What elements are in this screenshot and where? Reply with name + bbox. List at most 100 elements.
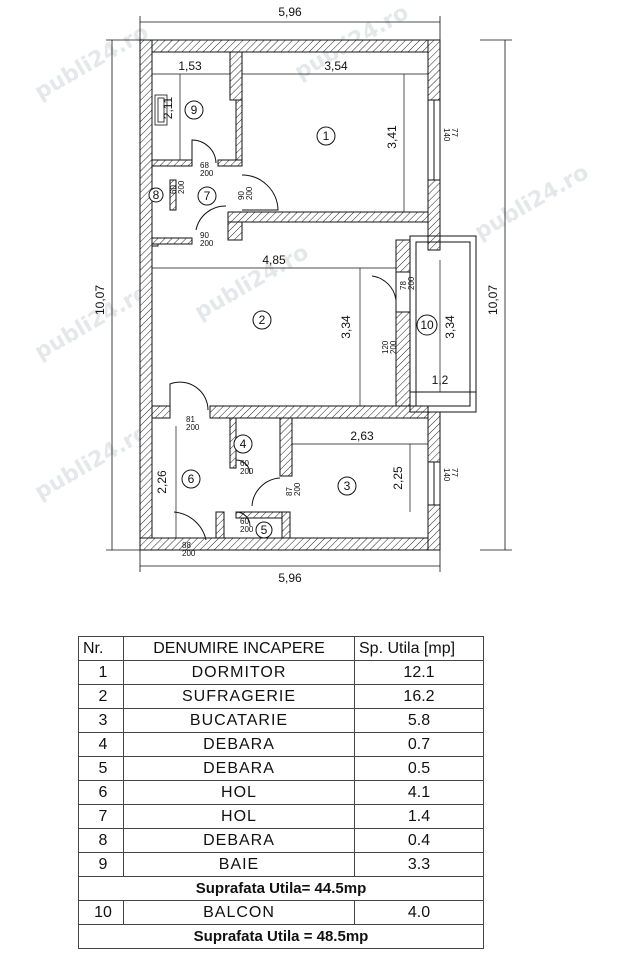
room-number: 5: [261, 523, 268, 537]
room9-width-label: 1,53: [178, 59, 202, 73]
row-area: 3.3: [354, 852, 484, 877]
room3-width-label: 2,63: [350, 429, 374, 443]
room-number: 10: [420, 318, 434, 332]
row-area: 1.4: [354, 804, 484, 829]
watermark-layer: publi24.ro publi24.ro publi24.ro publi24…: [31, 0, 594, 505]
door-label: 60200: [169, 180, 186, 194]
room-number: 8: [153, 188, 160, 202]
row-area: 5.8: [354, 708, 484, 733]
row-room-name: DEBARA: [123, 732, 355, 757]
room-number-labels: 1 2 3 4 5 6 7 8 9 10: [153, 103, 434, 537]
row-nr: 8: [78, 828, 124, 853]
door-label: 87200: [285, 482, 302, 496]
walls: [139, 39, 441, 551]
room10-height-label: 3,34: [443, 315, 457, 339]
room-number: 7: [204, 189, 211, 203]
row-room-name: HOL: [123, 780, 355, 805]
door-swings: [169, 139, 397, 541]
bath-fixtures: [154, 94, 168, 126]
row-room-name: BALCON: [123, 900, 355, 925]
row-nr: 2: [78, 684, 124, 709]
watermark-text: publi24.ro: [31, 280, 154, 365]
room9-height-label: 2,11: [161, 96, 175, 119]
room3-height-label: 2,25: [391, 466, 405, 490]
row-room-name: HOL: [123, 804, 355, 829]
door-label: 90200: [237, 186, 254, 200]
floor-plan: publi24.ro publi24.ro publi24.ro publi24…: [31, 0, 594, 585]
door-label: 120200: [381, 340, 398, 354]
row-nr: 5: [78, 756, 124, 781]
table-header-row: Nr. DENUMIRE INCAPERE Sp. Utila [mp]: [78, 636, 484, 661]
room2-height-label: 3,34: [339, 315, 353, 339]
row-room-name: DEBARA: [123, 756, 355, 781]
room1-height-label: 3,41: [385, 125, 399, 149]
row-room-name: BAIE: [123, 852, 355, 877]
row-area: 4.0: [354, 900, 484, 925]
dim-top-label: 5,96: [278, 5, 302, 19]
room1-width-label: 3,54: [324, 59, 348, 73]
row-nr: 3: [78, 708, 124, 733]
dim-left-label: 10,07: [93, 285, 107, 315]
dim-bottom-label: 5,96: [278, 571, 302, 585]
row-nr: 9: [78, 852, 124, 877]
windows: [395, 99, 441, 506]
row-area: 12.1: [354, 660, 484, 685]
room2-width-label: 4,85: [262, 253, 286, 267]
row-nr: 6: [78, 780, 124, 805]
room-number: 3: [344, 479, 351, 493]
watermark-text: publi24.ro: [471, 160, 594, 245]
row-room-name: DEBARA: [123, 828, 355, 853]
door-label: 77140: [442, 128, 459, 142]
room6-height-label: 2,26: [155, 470, 169, 494]
subtotal-text: Suprafata Utila= 44.5mp: [78, 876, 484, 901]
total-text: Suprafata Utila = 48.5mp: [78, 924, 484, 949]
row-room-name: DORMITOR: [123, 660, 355, 685]
balcony-outline: [409, 235, 477, 413]
interior-dimension-lines: [152, 73, 441, 538]
total-row: Suprafata Utila = 48.5mp: [78, 924, 484, 949]
watermark-text: publi24.ro: [31, 420, 154, 505]
header-room-name: DENUMIRE INCAPERE: [123, 636, 355, 661]
row-area: 16.2: [354, 684, 484, 709]
watermark-text: publi24.ro: [31, 20, 154, 105]
row-area: 0.7: [354, 732, 484, 757]
row-area: 4.1: [354, 780, 484, 805]
table-row: 10 BALCON 4.0: [78, 900, 484, 925]
room-number: 2: [259, 313, 266, 327]
row-room-name: BUCATARIE: [123, 708, 355, 733]
door-label: 78200: [399, 276, 416, 290]
row-room-name: SUFRAGERIE: [123, 684, 355, 709]
room-number: 1: [323, 129, 330, 143]
row-nr: 4: [78, 732, 124, 757]
watermark-text: publi24.ro: [191, 240, 314, 325]
header-area: Sp. Utila [mp]: [354, 636, 484, 661]
room-number: 6: [188, 472, 195, 486]
subtotal-row: Suprafata Utila= 44.5mp: [78, 876, 484, 901]
row-nr: 1: [78, 660, 124, 685]
room-number: 9: [191, 103, 198, 117]
room10-width-label: 1,2: [432, 373, 449, 387]
row-nr: 10: [78, 900, 124, 925]
room-number: 4: [240, 437, 247, 451]
header-nr: Nr.: [78, 636, 124, 661]
row-area: 0.4: [354, 828, 484, 853]
door-label: 77140: [442, 468, 459, 482]
row-area: 0.5: [354, 756, 484, 781]
